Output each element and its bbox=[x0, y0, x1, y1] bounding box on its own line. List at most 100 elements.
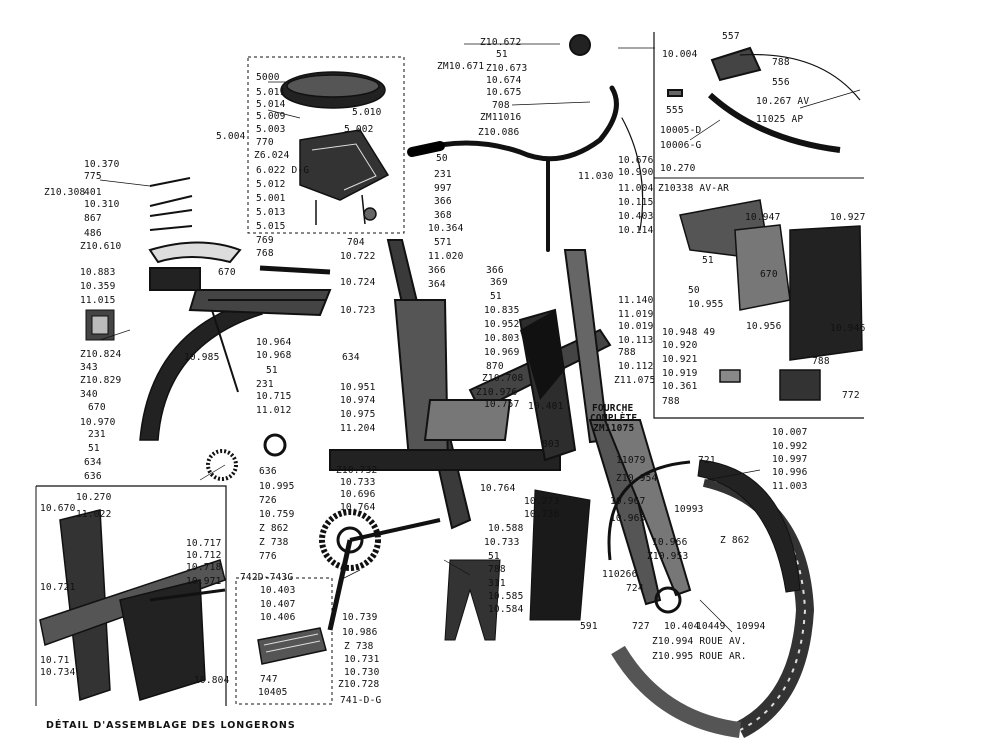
part-label: 10.734 bbox=[40, 667, 76, 678]
part-label: 10.401 bbox=[528, 401, 564, 412]
part-label: 591 bbox=[580, 621, 598, 632]
part-label: 364 bbox=[428, 279, 446, 290]
part-label: 10.970 bbox=[80, 417, 116, 428]
part-label: 670 bbox=[88, 402, 106, 413]
part-label: 10.730 bbox=[344, 667, 380, 678]
part-label: 10.715 bbox=[256, 391, 292, 402]
part-label: 10.674 bbox=[486, 75, 522, 86]
part-label: Z10.308 bbox=[44, 187, 86, 198]
part-label: 10.712 bbox=[186, 550, 222, 561]
part-label: 10.406 bbox=[260, 612, 296, 623]
pedal-icon bbox=[257, 627, 327, 665]
part-label: 10.955 bbox=[688, 299, 724, 310]
part-label: 5.010 bbox=[352, 107, 382, 118]
part-label: 10.267 AV bbox=[756, 96, 810, 107]
part-label: 11025 AP bbox=[756, 114, 804, 125]
part-label: 10.364 bbox=[428, 223, 464, 234]
part-label: 10.113 bbox=[618, 335, 654, 346]
part-label: 747 bbox=[260, 674, 278, 685]
part-label: 10.764 bbox=[480, 483, 516, 494]
part-label: 10.588 bbox=[488, 523, 524, 534]
part-label: 5.015 bbox=[256, 221, 286, 232]
part-label: 556 bbox=[772, 77, 790, 88]
part-label: 5.014 bbox=[256, 99, 286, 110]
part-label: 634 bbox=[342, 352, 360, 363]
part-label: 11.204 bbox=[340, 423, 376, 434]
part-label: 10.675 bbox=[486, 87, 522, 98]
part-label: 11.015 bbox=[80, 295, 116, 306]
part-label: 870 bbox=[486, 361, 504, 372]
part-label: 788 bbox=[772, 57, 790, 68]
part-label: 10.370 bbox=[84, 159, 120, 170]
part-label: 10.270 bbox=[660, 163, 696, 174]
part-label: 10.007 bbox=[772, 427, 808, 438]
part-label: Z10.708 bbox=[482, 373, 524, 384]
part-label: 5.002 bbox=[344, 124, 374, 135]
part-label: Z10.673 bbox=[486, 63, 528, 74]
part-label: 11.030 bbox=[578, 171, 614, 182]
part-label: 5.003 bbox=[256, 124, 286, 135]
part-label: 10449 bbox=[696, 621, 726, 632]
handlebar-icon bbox=[407, 34, 644, 252]
part-label: 636 bbox=[259, 466, 277, 477]
pedal-kit-frame bbox=[235, 577, 333, 705]
part-label: 366 bbox=[486, 265, 504, 276]
part-label: 10.951 bbox=[340, 382, 376, 393]
part-label: 708 bbox=[492, 100, 510, 111]
part-label: 10.883 bbox=[80, 267, 116, 278]
fork-label-1: FOURCHE bbox=[592, 403, 634, 414]
part-label: 5.001 bbox=[256, 193, 286, 204]
part-label: 51 bbox=[488, 551, 500, 562]
part-label: 11.004 bbox=[618, 183, 654, 194]
part-label: Z10.086 bbox=[478, 127, 520, 138]
part-label: 11.019 bbox=[618, 309, 654, 320]
part-label: Z10.954 bbox=[616, 473, 658, 484]
part-label: ZM11016 bbox=[480, 112, 522, 123]
part-label: 110266 bbox=[602, 569, 638, 580]
part-label: 10.927 bbox=[830, 212, 866, 223]
part-label: 721 bbox=[698, 455, 716, 466]
detail-caption: DÉTAIL D'ASSEMBLAGE DES LONGERONS bbox=[46, 720, 296, 731]
part-label: 10.995 bbox=[259, 481, 295, 492]
fork-label-3: ZM11075 bbox=[593, 423, 635, 434]
part-label: 5.009 bbox=[256, 111, 286, 122]
part-label: 724 bbox=[626, 583, 644, 594]
part-label: 10.404 bbox=[664, 621, 700, 632]
part-label: 727 bbox=[632, 621, 650, 632]
part-label: 6.022 D-G bbox=[256, 165, 310, 176]
part-label: 776 bbox=[259, 551, 277, 562]
part-label: 704 bbox=[347, 237, 365, 248]
part-label: 10.112 bbox=[618, 361, 654, 372]
part-label: 401 bbox=[84, 187, 102, 198]
part-label: 10005-D bbox=[660, 125, 702, 136]
part-label: 10.696 bbox=[340, 489, 376, 500]
part-label: ZM10.671 bbox=[437, 61, 485, 72]
part-label: 726 bbox=[259, 495, 277, 506]
stand-icon bbox=[444, 559, 501, 641]
part-label: 10.764 bbox=[340, 502, 376, 513]
part-label: 10.403 bbox=[260, 585, 296, 596]
part-label: 10.723 bbox=[340, 305, 376, 316]
part-label: Z 738 bbox=[259, 537, 289, 548]
part-label: 10.948 49 bbox=[662, 327, 716, 338]
part-label: 10.835 bbox=[484, 305, 520, 316]
part-label: 10.967 bbox=[610, 496, 646, 507]
part-label: 788 bbox=[618, 347, 636, 358]
part-label: 10.965 bbox=[610, 513, 646, 524]
part-label: 368 bbox=[434, 210, 452, 221]
front-mudguard-icon bbox=[697, 459, 801, 593]
part-label: 10.974 bbox=[340, 395, 376, 406]
part-label: 5.012 bbox=[256, 179, 286, 190]
part-label: 11.003 bbox=[772, 481, 808, 492]
tools-icon bbox=[148, 177, 331, 291]
part-label: 10.670 bbox=[40, 503, 76, 514]
part-label: 10.736 bbox=[524, 509, 560, 520]
part-label: 11079 bbox=[616, 455, 646, 466]
part-label: 10.585 bbox=[488, 591, 524, 602]
part-label: 10.947 bbox=[745, 212, 781, 223]
part-label: 50 bbox=[688, 285, 700, 296]
rear-sprocket-icon bbox=[206, 449, 238, 481]
part-label: 769 bbox=[256, 235, 274, 246]
